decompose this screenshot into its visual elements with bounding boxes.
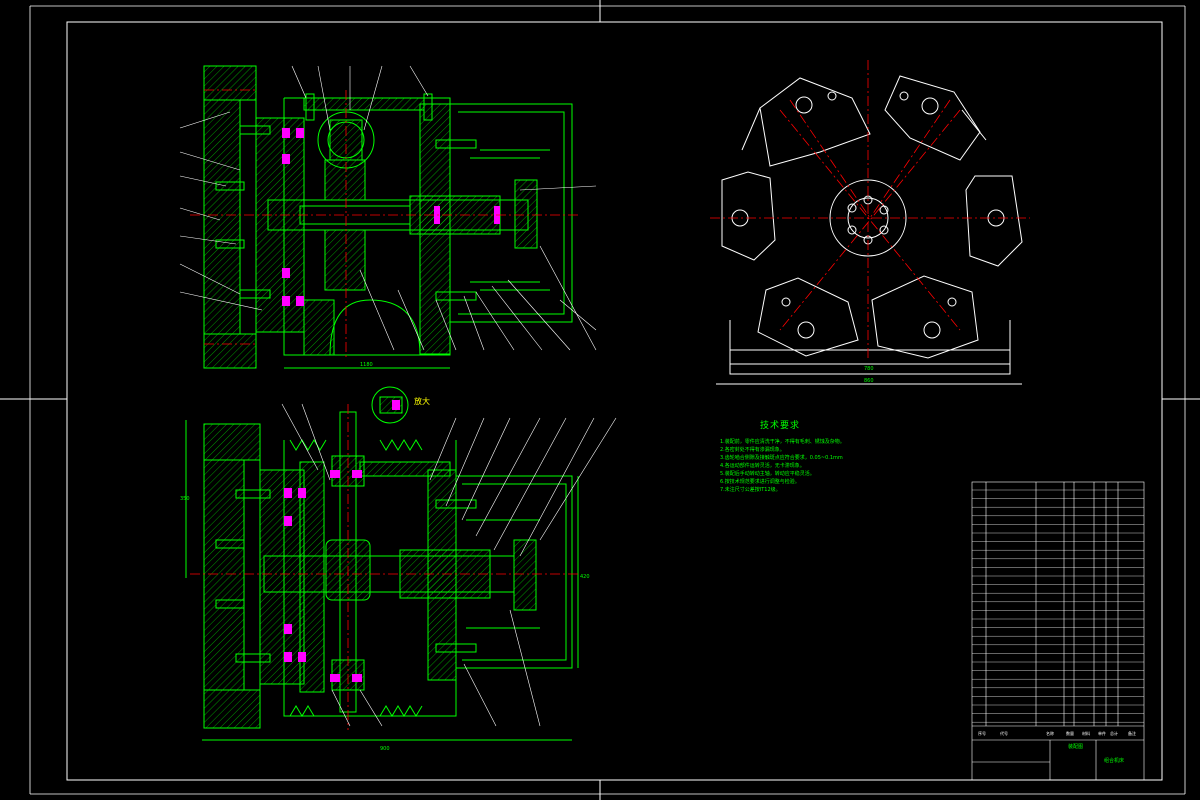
tech-requirements-title: 技术要求: [760, 421, 801, 431]
tech-requirement-item: 4.各运动部件运转灵活，无卡滞现象。: [720, 463, 805, 469]
bottom-section-view: 放大 900 350 420: [180, 386, 617, 752]
parts-header-cell: 名称: [1046, 730, 1054, 736]
end-view-inner-width: 780: [864, 366, 874, 372]
parts-header-cell: 序号: [978, 730, 986, 736]
sheet-border-marks: [29, 5, 1186, 795]
top-width-dimension: 1180: [360, 362, 373, 368]
title-company: 组合机床: [1104, 757, 1124, 764]
parts-header-cell: 数量: [1066, 730, 1074, 736]
bottom-width-dimension: 900: [380, 746, 390, 752]
tech-requirement-item: 2.各密封处不得有渗漏现象。: [720, 447, 785, 453]
tech-requirement-item: 7.未注尺寸公差按IT12级。: [720, 487, 781, 493]
parts-header-cell: 材料: [1082, 730, 1090, 736]
parts-header-cell: 代号: [1000, 730, 1008, 736]
detail-label: 放大: [414, 396, 430, 406]
top-section-view: 1180: [179, 65, 597, 369]
parts-header-cell: 单件: [1098, 730, 1106, 736]
end-view-width: 860: [864, 378, 874, 384]
parts-header-cell: 总计: [1110, 730, 1118, 736]
bottom-right-height-dimension: 420: [580, 574, 590, 580]
tech-requirement-item: 6.按技术规范要求进行调整与检验。: [720, 479, 800, 485]
parts-header-cell: 备注: [1128, 730, 1136, 736]
tech-requirement-item: 3.齿轮啮合侧隙及接触斑点应符合要求，0.05~0.1mm: [720, 455, 843, 461]
end-view: 860 780: [710, 60, 1030, 385]
title-drawing-name: 装配图: [1068, 743, 1083, 750]
parts-list: [971, 481, 1145, 781]
tech-requirement-item: 1.装配前，零件应清洗干净，不得有毛刺、锈蚀及杂物。: [720, 439, 845, 445]
tech-requirement-item: 5.装配后手动转动主轴，转动应平稳灵活。: [720, 471, 815, 477]
parts-rows: 序号 代号 名称 数量 材料 单件总计 备注: [972, 489, 1144, 736]
bottom-height-dimension: 350: [180, 496, 190, 502]
